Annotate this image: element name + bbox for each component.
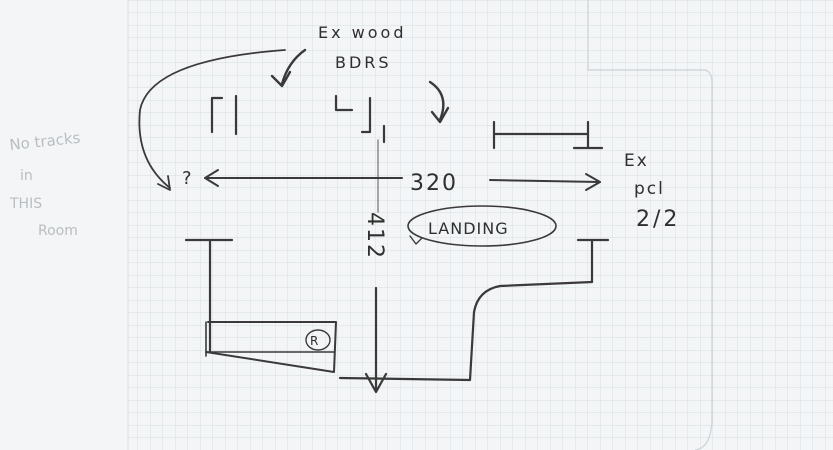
curved-arrowhead-query bbox=[157, 175, 171, 191]
landing-ellipse bbox=[407, 205, 557, 247]
dimension-arrowhead-right bbox=[585, 173, 601, 191]
faint-note-line-2: in bbox=[20, 168, 33, 184]
dimension-horizontal-value: 320 bbox=[410, 171, 458, 196]
wall-left bbox=[184, 238, 234, 354]
wall-stair-outline bbox=[338, 280, 594, 382]
faint-note-line-4: Room bbox=[38, 223, 78, 239]
faint-margin-note: No tracks in THIS Room bbox=[9, 129, 82, 239]
paper-overlap-edge bbox=[587, 0, 713, 450]
dimension-line-right bbox=[489, 179, 601, 183]
dimension-arrowhead-down bbox=[364, 372, 388, 394]
landing-label: LANDING bbox=[428, 219, 509, 238]
landing-tick bbox=[409, 235, 423, 245]
ex-wood-bdrs-line-1: Ex wood bbox=[318, 23, 406, 42]
curved-arrow-to-query bbox=[138, 49, 286, 189]
dimension-arrowhead-left bbox=[204, 169, 219, 187]
faint-note-line-3: THIS bbox=[9, 196, 42, 212]
door-stub-top-left bbox=[210, 94, 238, 136]
ex-pcl-line-2: pcl bbox=[634, 179, 665, 199]
bench-mark-circle bbox=[305, 329, 331, 351]
query-mark: ? bbox=[182, 168, 192, 189]
arrow-to-right-door bbox=[428, 80, 445, 122]
ex-wood-bdrs-line-2: BDRS bbox=[335, 53, 392, 72]
ex-pcl-line-3: 2/2 bbox=[636, 207, 680, 232]
arrowhead-left-door bbox=[270, 70, 292, 88]
arrow-to-left-door bbox=[280, 48, 307, 86]
dimension-vertical-value: 412 bbox=[362, 212, 387, 260]
grid-pattern bbox=[128, 0, 833, 450]
bench-inner bbox=[205, 321, 335, 357]
bench-outline bbox=[205, 321, 337, 373]
wall-right-upper bbox=[576, 238, 610, 284]
door-stub-top-right bbox=[492, 120, 604, 150]
arrowhead-right-door bbox=[430, 106, 450, 124]
ex-pcl-line-1: Ex bbox=[624, 151, 649, 171]
door-stub-top-middle bbox=[334, 94, 386, 144]
bench-mark-label: R bbox=[310, 334, 318, 348]
